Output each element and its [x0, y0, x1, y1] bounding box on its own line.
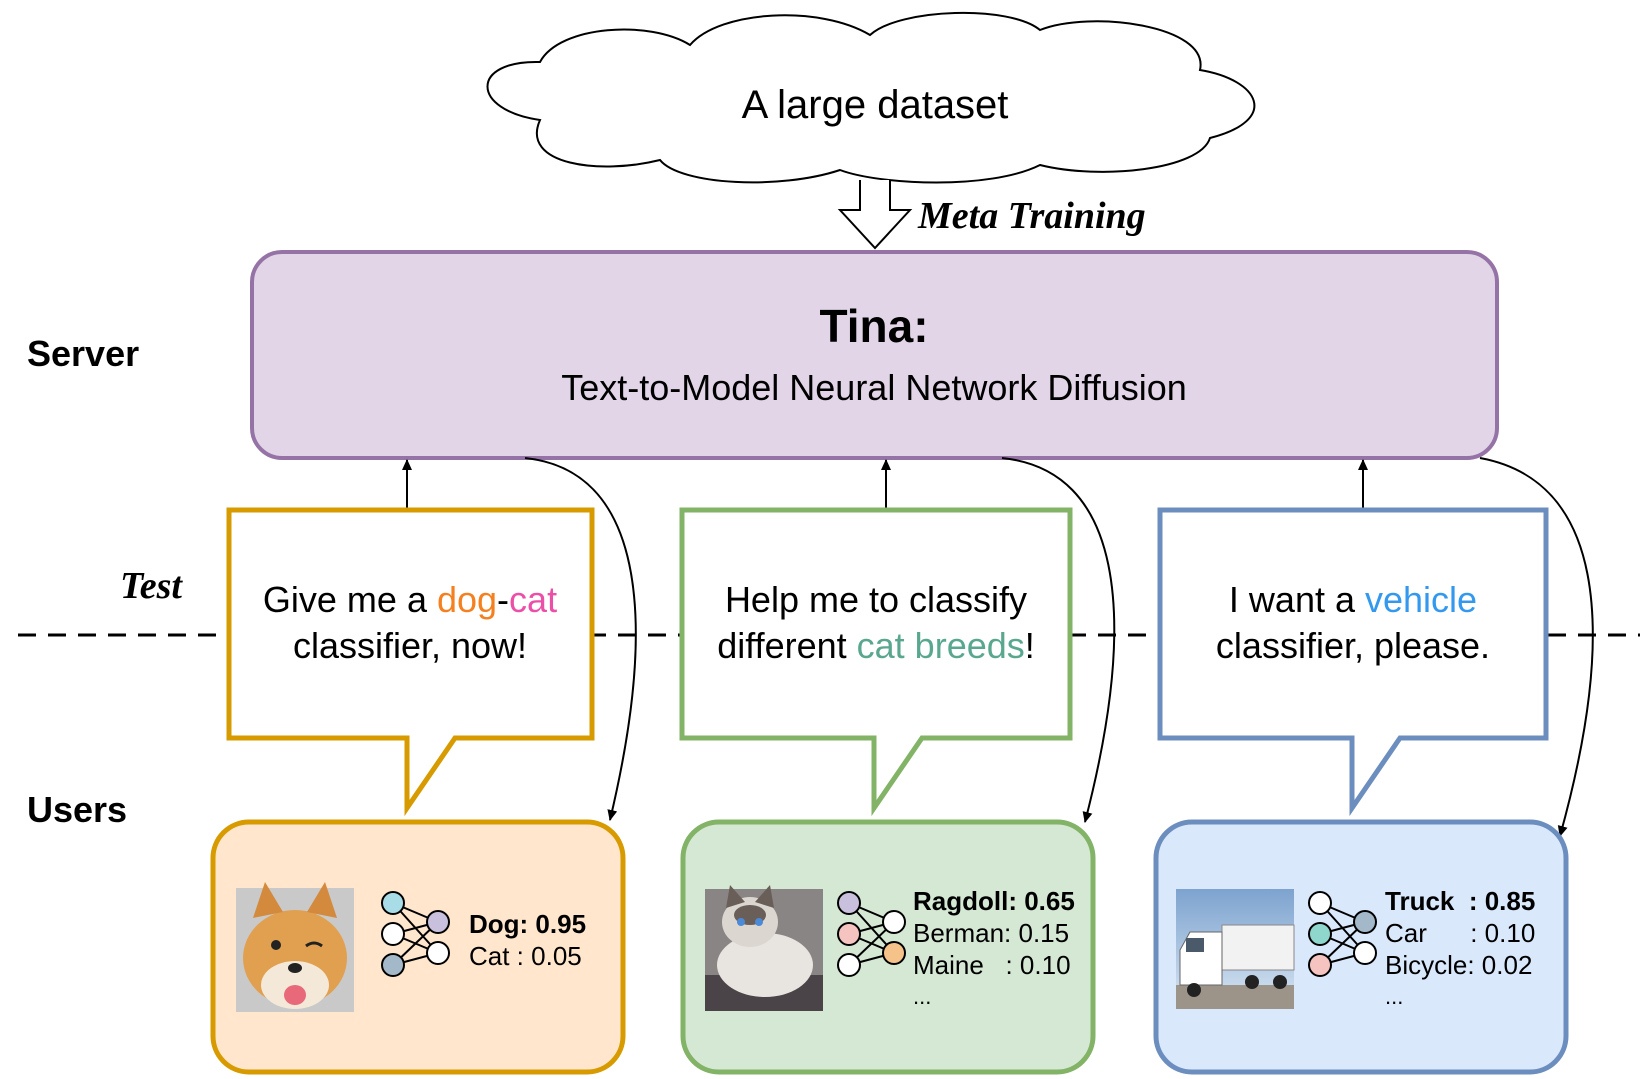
- truck-photo: [1176, 889, 1295, 1009]
- request-bubble-vehicle: I want a vehicle classifier, please.: [1157, 507, 1549, 817]
- cat-photo: [705, 885, 823, 1011]
- dataset-cloud: A large dataset: [486, 11, 1256, 184]
- request-text-segment: vehicle: [1365, 579, 1477, 620]
- request-text-segment: classifier, now!: [293, 625, 527, 666]
- prediction: Maine : 0.10: [913, 950, 1071, 980]
- prediction: Car : 0.10: [1385, 918, 1535, 948]
- users-row-label: Users: [27, 789, 127, 830]
- network-icon: [837, 891, 906, 977]
- test-label: Test: [120, 565, 183, 607]
- request-text-segment: -: [497, 579, 509, 620]
- request-text-segment: cat: [509, 579, 557, 620]
- dog-photo: [236, 882, 354, 1012]
- request-text-segment: dog: [437, 579, 497, 620]
- request-text-segment: Help me to classify: [725, 579, 1027, 620]
- model-arrow-2: [1001, 457, 1116, 823]
- server-subtitle: Text-to-Model Neural Network Diffusion: [561, 367, 1187, 408]
- request-text-segment: Give me a: [263, 579, 437, 620]
- result-box-vehicle: Truck : 0.85 Car : 0.10 Bicycle: 0.02 ..…: [1153, 819, 1569, 1075]
- cloud-label: A large dataset: [742, 83, 1009, 127]
- prediction: Berman: 0.15: [913, 918, 1069, 948]
- prediction: Cat : 0.05: [469, 941, 582, 971]
- request-bubble-cat-breeds: Help me to classify different cat breeds…: [679, 507, 1073, 817]
- request-line2: classifier, now!: [293, 625, 527, 666]
- model-arrow-1: [524, 457, 637, 821]
- request-line1: Help me to classify: [725, 579, 1027, 620]
- result-box-dog-cat: Dog: 0.95 Cat : 0.05: [210, 819, 626, 1075]
- prediction: Bicycle: 0.02: [1385, 950, 1532, 980]
- prediction-more: ...: [1385, 984, 1403, 1009]
- tina-server-box: Tina: Text-to-Model Neural Network Diffu…: [250, 250, 1499, 460]
- request-line1: Give me a dog-cat: [263, 579, 557, 620]
- prediction-top: Dog: 0.95: [469, 909, 586, 939]
- prediction-more: ...: [913, 984, 931, 1009]
- prediction-top: Truck : 0.85: [1385, 886, 1535, 916]
- request-text-segment: different: [717, 625, 856, 666]
- network-icon: [381, 891, 450, 977]
- server-title: Tina:: [819, 300, 928, 352]
- request-line2: different cat breeds!: [717, 625, 1035, 666]
- meta-training-label: Meta Training: [917, 195, 1146, 237]
- result-box-cat-breeds: Ragdoll: 0.65 Berman: 0.15 Maine : 0.10 …: [680, 819, 1096, 1075]
- request-text-segment: cat breeds: [857, 625, 1025, 666]
- request-line2: classifier, please.: [1216, 625, 1490, 666]
- meta-training-arrow: Meta Training: [837, 180, 1146, 250]
- request-text-segment: !: [1025, 625, 1035, 666]
- prediction-top: Ragdoll: 0.65: [913, 886, 1075, 916]
- server-row-label: Server: [27, 333, 139, 374]
- request-text-segment: I want a: [1229, 579, 1365, 620]
- network-icon: [1308, 891, 1377, 977]
- request-line1: I want a vehicle: [1229, 579, 1477, 620]
- model-arrow-3: [1479, 457, 1594, 837]
- request-bubble-dog-cat: Give me a dog-cat classifier, now!: [226, 507, 595, 817]
- request-text-segment: classifier, please.: [1216, 625, 1490, 666]
